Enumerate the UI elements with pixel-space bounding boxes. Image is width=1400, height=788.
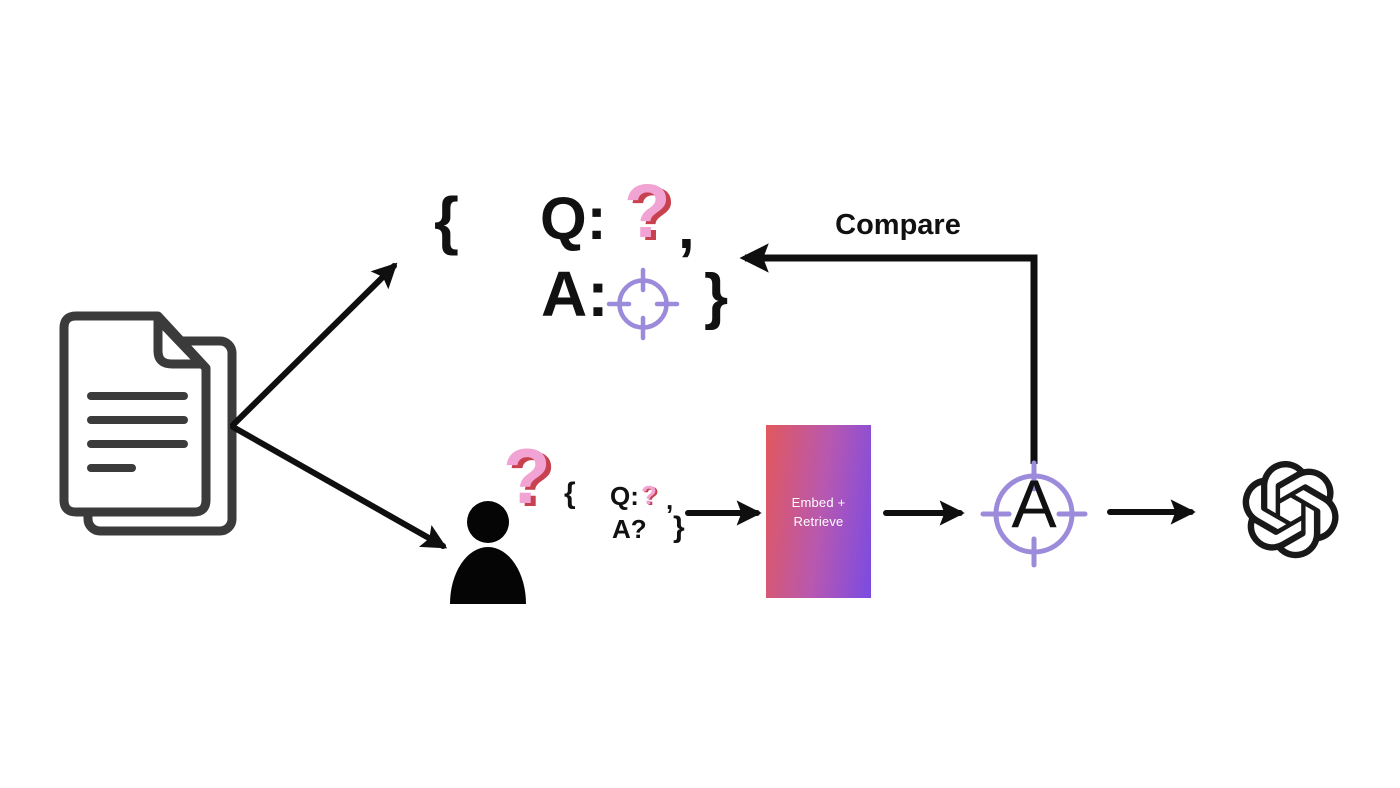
user-pair-q-label: Q: [610, 481, 639, 511]
generated-pair-open-brace: { [434, 184, 459, 256]
question-mark-emoji: ? [624, 169, 671, 254]
compare-label: Compare [835, 209, 961, 241]
retrieved-answer-letter: A [1011, 466, 1057, 542]
user-pair-open-brace: { [564, 477, 576, 510]
arrow-doc-to-user [230, 424, 448, 549]
embed-retrieve-line1: Embed + [791, 494, 846, 510]
document-text-lines [87, 392, 188, 472]
generated-pair-q-label: Q: [540, 185, 607, 252]
question-mark-emoji: ? [503, 432, 551, 520]
openai-logo-icon [1242, 461, 1339, 559]
arrow-doc-to-generated-pair [230, 262, 398, 428]
user-pair-close-brace: } [673, 511, 685, 544]
user-pair-a-label: A? [612, 514, 647, 544]
target-icon [980, 460, 1088, 568]
question-mark-emoji: ? [641, 480, 657, 510]
arrow-compare [739, 243, 1038, 464]
generated-pair-comma: , [678, 194, 695, 261]
embed-retrieve-line2: Retrieve [793, 513, 844, 529]
target-icon [606, 267, 680, 341]
user-pair-comma: , [666, 485, 674, 515]
generated-pair-close-brace: } [704, 262, 729, 331]
embed-retrieve-box: Embed + Retrieve [766, 425, 871, 598]
person-icon [450, 501, 526, 604]
generated-pair-a-label: A: [541, 258, 609, 330]
document-icon [59, 311, 237, 536]
